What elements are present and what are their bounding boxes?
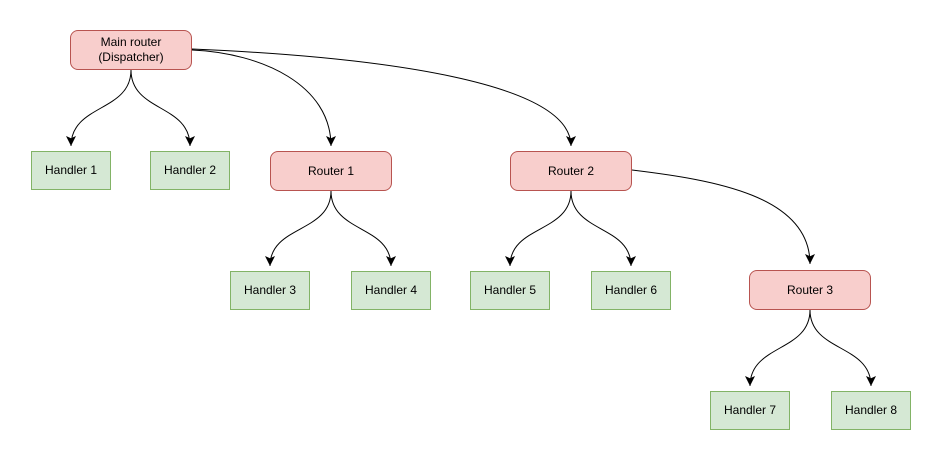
edge-router-1-to-handler-4 xyxy=(330,190,396,267)
node-handler-2[interactable]: Handler 2 xyxy=(150,151,230,190)
edge-main-router-to-router-2 xyxy=(191,48,576,147)
node-router-2[interactable]: Router 2 xyxy=(510,151,632,191)
edge-router-2-to-handler-5 xyxy=(505,190,572,267)
node-router-1[interactable]: Router 1 xyxy=(270,151,392,191)
node-router-3[interactable]: Router 3 xyxy=(749,270,871,310)
node-handler-7[interactable]: Handler 7 xyxy=(710,391,790,430)
edge-router-1-to-handler-3 xyxy=(265,190,332,267)
edge-main-router-to-handler-1 xyxy=(66,69,132,147)
node-handler-8[interactable]: Handler 8 xyxy=(831,391,911,430)
edge-router-2-to-router-3 xyxy=(631,169,815,265)
node-handler-1[interactable]: Handler 1 xyxy=(31,151,111,190)
node-main-router[interactable]: Main router (Dispatcher) xyxy=(70,30,192,70)
node-handler-5[interactable]: Handler 5 xyxy=(470,271,550,310)
edge-router-2-to-handler-6 xyxy=(570,190,636,267)
edge-main-router-to-router-1 xyxy=(191,49,336,147)
edge-router-3-to-handler-8 xyxy=(809,309,876,387)
node-handler-6[interactable]: Handler 6 xyxy=(591,271,671,310)
edge-main-router-to-handler-2 xyxy=(130,69,195,147)
node-handler-3[interactable]: Handler 3 xyxy=(230,271,310,310)
node-handler-4[interactable]: Handler 4 xyxy=(351,271,431,310)
edge-router-3-to-handler-7 xyxy=(745,309,811,387)
